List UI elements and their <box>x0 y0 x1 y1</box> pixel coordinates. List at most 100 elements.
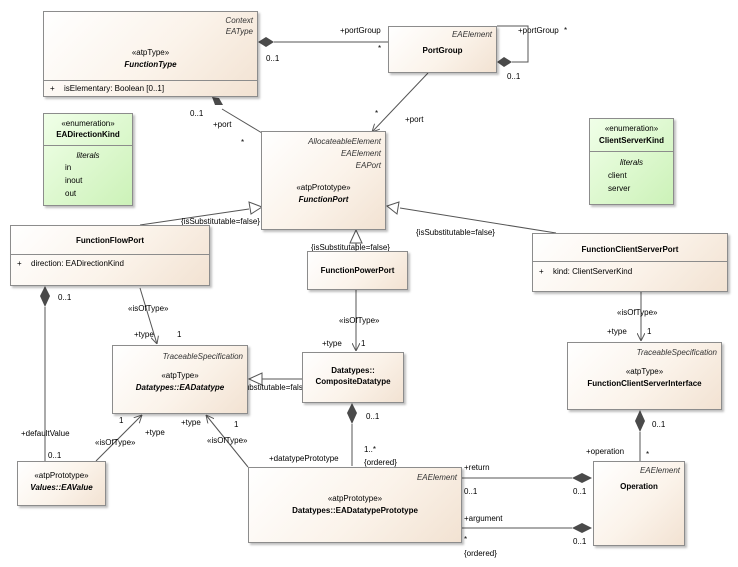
literals-label: literals <box>76 151 100 160</box>
class-function-client-server-interface[interactable]: TraceableSpecification «atpType» Functio… <box>567 342 722 410</box>
label-fcsp-type: +type <box>607 327 627 336</box>
label-arg-mult-right: 0..1 <box>573 537 587 546</box>
class-function-client-server-port[interactable]: FunctionClientServerPort +kind: ClientSe… <box>532 233 728 292</box>
composition-functiontype-portgroup <box>258 37 388 47</box>
label-ev-default-value: +defaultValue <box>21 429 70 438</box>
label-pg-self-star: * <box>564 26 567 35</box>
label-arg-ordered: {ordered} <box>464 549 497 558</box>
class-name: FunctionFlowPort <box>76 236 144 245</box>
class-function-type[interactable]: Context EAType «atpType» FunctionType +i… <box>43 11 258 97</box>
stereotype-enumeration: «enumeration» <box>61 119 115 128</box>
label-ev-mult-01: 0..1 <box>48 451 62 460</box>
stereotype-atptype: «atpType» <box>131 48 170 57</box>
label-fpp-isoftype: «isOfType» <box>339 316 380 325</box>
label-ev-type: +type <box>145 428 165 437</box>
attribute-kind: +kind: ClientServerKind <box>539 267 633 276</box>
stereotype-eaelement: EAElement <box>639 466 680 475</box>
compartment-separator <box>11 254 209 255</box>
generalization-clientserverport <box>385 201 557 234</box>
composition-functiontype-port <box>212 97 263 134</box>
class-name: FunctionClientServerInterface <box>587 379 702 388</box>
label-pg-port-star: * <box>375 109 378 118</box>
stereotype-traceable-specification: TraceableSpecification <box>636 348 717 357</box>
literal-in: in <box>65 163 72 172</box>
attribute-direction: +direction: EADirectionKind <box>17 259 124 268</box>
stereotype-eatype: EAType <box>225 27 253 36</box>
label-ft-port-star: * <box>241 138 244 147</box>
stereotype-atpprototype: «atpPrototype» <box>296 183 351 192</box>
label-ev-type-mult: 1 <box>119 416 124 425</box>
composition-portgroup-self <box>497 25 529 67</box>
class-name: FunctionType <box>124 60 177 69</box>
composition-interface-operation <box>635 410 645 461</box>
label-arg-mult-star: * <box>464 535 467 544</box>
label-ev-isoftype: «isOfType» <box>95 438 136 447</box>
compartment-separator <box>590 151 673 152</box>
class-name: FunctionPowerPort <box>320 266 395 275</box>
class-name: PortGroup <box>422 46 463 55</box>
class-name-namespace: Datatypes:: <box>331 366 375 375</box>
label-pg-mult-01: 0..1 <box>266 54 280 63</box>
label-subst-flow: {isSubstitutable=false} <box>181 217 260 226</box>
class-ea-datatype[interactable]: TraceableSpecification «atpType» Datatyp… <box>112 345 248 414</box>
label-pg-self-role: +portGroup <box>518 26 559 35</box>
label-ret-role: +return <box>464 463 490 472</box>
label-dp-type-mult: 1 <box>234 420 239 429</box>
stereotype-context: Context <box>225 16 253 25</box>
label-arg-role: +argument <box>464 514 503 523</box>
label-cd-subst: {isSubstitutable=false} <box>231 383 310 392</box>
label-ffp-mult-01: 0..1 <box>58 293 72 302</box>
class-name: Datatypes::EADatatypePrototype <box>292 506 418 515</box>
label-ffp-type: +type <box>134 330 154 339</box>
stereotype-traceable-specification: TraceableSpecification <box>162 352 243 361</box>
stereotype-atptype: «atpType» <box>625 367 664 376</box>
class-function-port[interactable]: AllocateableElement EAElement EAPort «at… <box>261 131 386 230</box>
label-fcsp-type-mult: 1 <box>647 327 652 336</box>
composition-composite-prototype <box>347 403 357 466</box>
enum-client-server-kind[interactable]: «enumeration» ClientServerKind literals … <box>589 118 674 205</box>
class-name: Values::EAValue <box>30 483 93 492</box>
label-port-role-left: +port <box>213 120 232 129</box>
label-ft-mult-01: 0..1 <box>190 109 204 118</box>
label-pg-mult-star: * <box>378 44 381 53</box>
enum-ea-direction-kind[interactable]: «enumeration» EADirectionKind literals i… <box>43 113 133 206</box>
isoftype-flowport-datatype <box>139 287 157 344</box>
class-ea-value[interactable]: «atpPrototype» Values::EAValue <box>17 461 106 506</box>
class-operation[interactable]: EAElement Operation <box>593 461 685 546</box>
stereotype-atpprototype: «atpPrototype» <box>34 471 89 480</box>
label-port-role-right: +port <box>405 115 424 124</box>
class-name: CompositeDatatype <box>315 377 391 386</box>
attribute-is-elementary: +isElementary: Boolean [0..1] <box>50 84 165 93</box>
compartment-separator <box>44 80 257 81</box>
composition-flowport-eavalue <box>40 286 50 461</box>
literal-inout: inout <box>65 176 83 185</box>
stereotype-eaelement: EAElement <box>340 149 381 158</box>
label-dp-ordered: {ordered} <box>364 458 397 467</box>
literal-server: server <box>608 184 631 193</box>
label-dp-type: +type <box>181 418 201 427</box>
class-name: FunctionPort <box>298 195 349 204</box>
isoftype-prototype-datatype <box>206 415 249 468</box>
stereotype-allocateable-element: AllocateableElement <box>308 137 381 146</box>
class-function-power-port[interactable]: FunctionPowerPort <box>307 251 408 290</box>
association-portgroup-port <box>372 72 429 132</box>
class-name: Datatypes::EADatatype <box>135 383 225 392</box>
compartment-separator <box>533 261 727 262</box>
generalization-compositedatatype <box>247 372 302 386</box>
class-function-flow-port[interactable]: FunctionFlowPort +direction: EADirection… <box>10 225 210 286</box>
label-dp-mult: 1..* <box>364 445 376 454</box>
literals-label: literals <box>619 158 644 167</box>
label-fpp-type-mult: 1 <box>361 339 366 348</box>
class-ea-datatype-prototype[interactable]: EAElement «atpPrototype» Datatypes::EADa… <box>248 467 462 543</box>
class-composite-datatype[interactable]: Datatypes:: CompositeDatatype <box>302 352 404 403</box>
class-port-group[interactable]: EAElement PortGroup <box>388 26 497 73</box>
label-subst-power: {isSubstitutable=false} <box>311 243 390 252</box>
label-fpp-type: +type <box>322 339 342 348</box>
generalization-powerport <box>349 228 363 251</box>
label-dp-isoftype: «isOfType» <box>207 436 248 445</box>
literal-out: out <box>65 189 77 198</box>
literal-client: client <box>608 171 627 180</box>
label-op-mult-star: * <box>646 450 649 459</box>
